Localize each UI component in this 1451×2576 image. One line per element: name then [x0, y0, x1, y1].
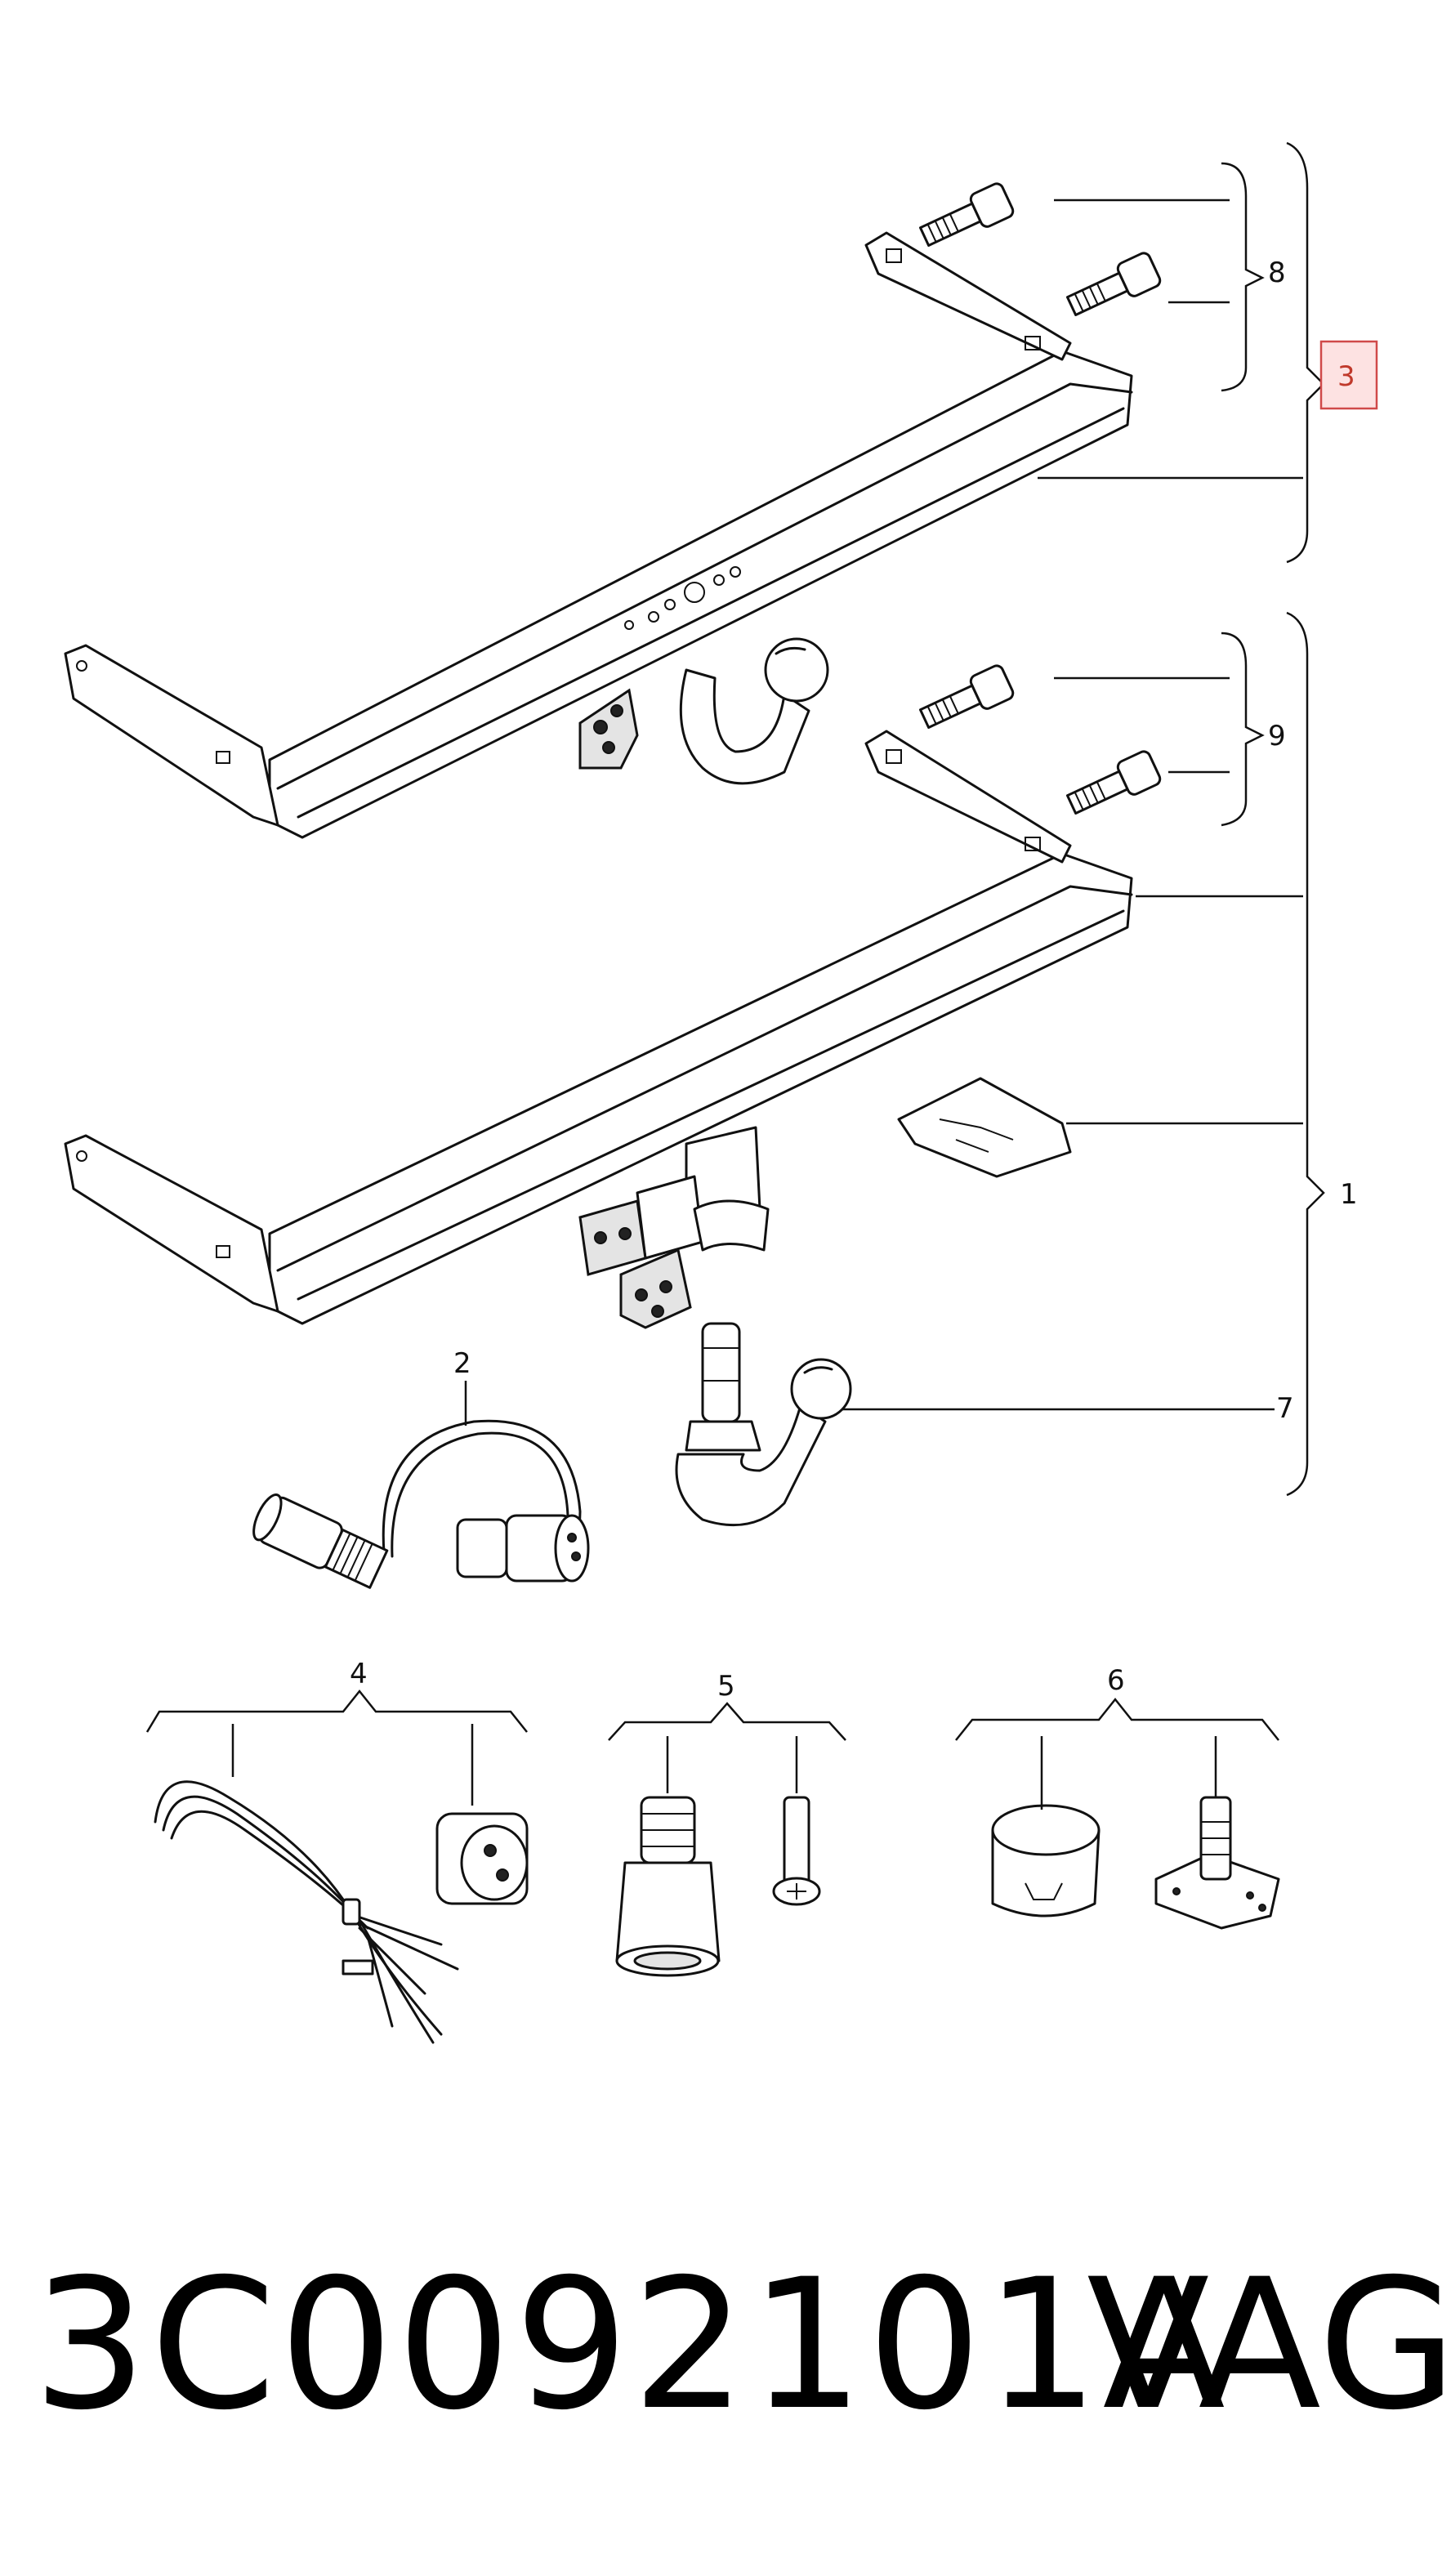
callout-3[interactable]: 3: [1337, 360, 1355, 393]
harness-socket-housing[interactable]: [435, 1812, 529, 1905]
contact-pin[interactable]: [772, 1796, 821, 1906]
bolt-set-9[interactable]: [917, 663, 1162, 820]
callout-7[interactable]: 7: [1276, 1392, 1294, 1425]
part-number: 3C0092101A: [33, 2240, 1229, 2449]
upper-crossmember-assembly[interactable]: [64, 231, 1133, 839]
bolt-set-8[interactable]: [917, 181, 1162, 322]
mounting-plate-with-stud[interactable]: [1154, 1796, 1280, 1930]
callout-4[interactable]: 4: [350, 1658, 368, 1690]
callout-9[interactable]: 9: [1268, 720, 1286, 752]
callout-labels: 8 3 9 1 7 2 4 5 6: [350, 257, 1378, 1703]
callout-5[interactable]: 5: [717, 1670, 735, 1703]
callout-8[interactable]: 8: [1268, 257, 1286, 289]
callout-1[interactable]: 1: [1340, 1178, 1358, 1211]
detachable-ball-neck[interactable]: [675, 1322, 852, 1527]
protective-cap[interactable]: [991, 1804, 1101, 1917]
adapter-cable[interactable]: [248, 1419, 590, 1592]
wiring-harness[interactable]: [154, 1780, 459, 2044]
callout-2[interactable]: 2: [453, 1347, 471, 1380]
callout-3-highlight: [1319, 340, 1378, 410]
13-pin-plug[interactable]: [615, 1796, 721, 1977]
callout-6[interactable]: 6: [1107, 1664, 1125, 1697]
leader-lines: [145, 141, 1325, 1810]
brand-name: VAG: [1087, 2240, 1451, 2449]
parts-diagram: 8 3 9 1 7 2 4 5 6: [64, 141, 1378, 2044]
lower-crossmember-assembly[interactable]: [64, 730, 1133, 1329]
